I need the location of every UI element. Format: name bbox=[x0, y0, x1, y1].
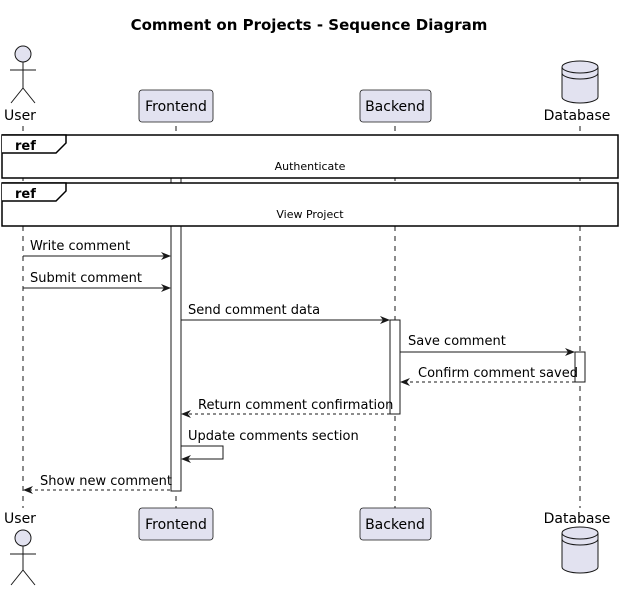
ref-tag: ref bbox=[15, 187, 36, 202]
message-update-comments-section: Update comments section bbox=[181, 429, 359, 463]
participant-database-top: Database bbox=[544, 60, 611, 124]
message-save-comment: Save comment bbox=[400, 334, 575, 356]
message-label: Update comments section bbox=[188, 429, 359, 444]
participant-backend-bottom: Backend bbox=[359, 507, 432, 541]
participant-label: Database bbox=[544, 511, 611, 527]
participant-label: Database bbox=[544, 108, 611, 124]
participant-backend-top: Backend bbox=[359, 89, 432, 123]
participant-label: Frontend bbox=[145, 517, 207, 533]
message-label: Return comment confirmation bbox=[198, 398, 393, 413]
message-label: Confirm comment saved bbox=[418, 366, 578, 381]
participant-frontend-bottom: Frontend bbox=[138, 507, 214, 541]
participant-label: Frontend bbox=[145, 99, 207, 115]
participant-frontend-top: Frontend bbox=[138, 89, 214, 123]
ref-frame-view-project: ref View Project bbox=[1, 182, 619, 227]
participant-user-bottom: User bbox=[4, 511, 36, 586]
message-show-new-comment: Show new comment bbox=[23, 474, 172, 494]
ref-frame-authenticate: ref Authenticate bbox=[1, 134, 619, 179]
message-return-comment-confirmation: Return comment confirmation bbox=[181, 398, 393, 418]
participant-label: Backend bbox=[365, 517, 425, 533]
message-label: Send comment data bbox=[188, 303, 320, 318]
ref-tag: ref bbox=[15, 139, 36, 154]
message-label: Save comment bbox=[408, 334, 506, 349]
diagram-title: Comment on Projects - Sequence Diagram bbox=[131, 16, 488, 34]
message-confirm-comment-saved: Confirm comment saved bbox=[400, 366, 578, 386]
participant-label: Backend bbox=[365, 99, 425, 115]
ref-label: Authenticate bbox=[275, 160, 346, 173]
message-label: Write comment bbox=[30, 239, 130, 254]
message-label: Submit comment bbox=[30, 271, 142, 286]
activation-database bbox=[574, 351, 586, 383]
message-label: Show new comment bbox=[40, 474, 172, 489]
activation-backend bbox=[389, 319, 401, 415]
participant-database-bottom: Database bbox=[544, 511, 611, 574]
participant-label: User bbox=[4, 108, 36, 124]
ref-label: View Project bbox=[276, 208, 344, 221]
participant-user-top: User bbox=[4, 45, 36, 124]
message-write-comment: Write comment bbox=[23, 239, 171, 260]
message-send-comment-data: Send comment data bbox=[181, 303, 390, 324]
participant-label: User bbox=[4, 511, 36, 527]
message-submit-comment: Submit comment bbox=[23, 271, 171, 292]
